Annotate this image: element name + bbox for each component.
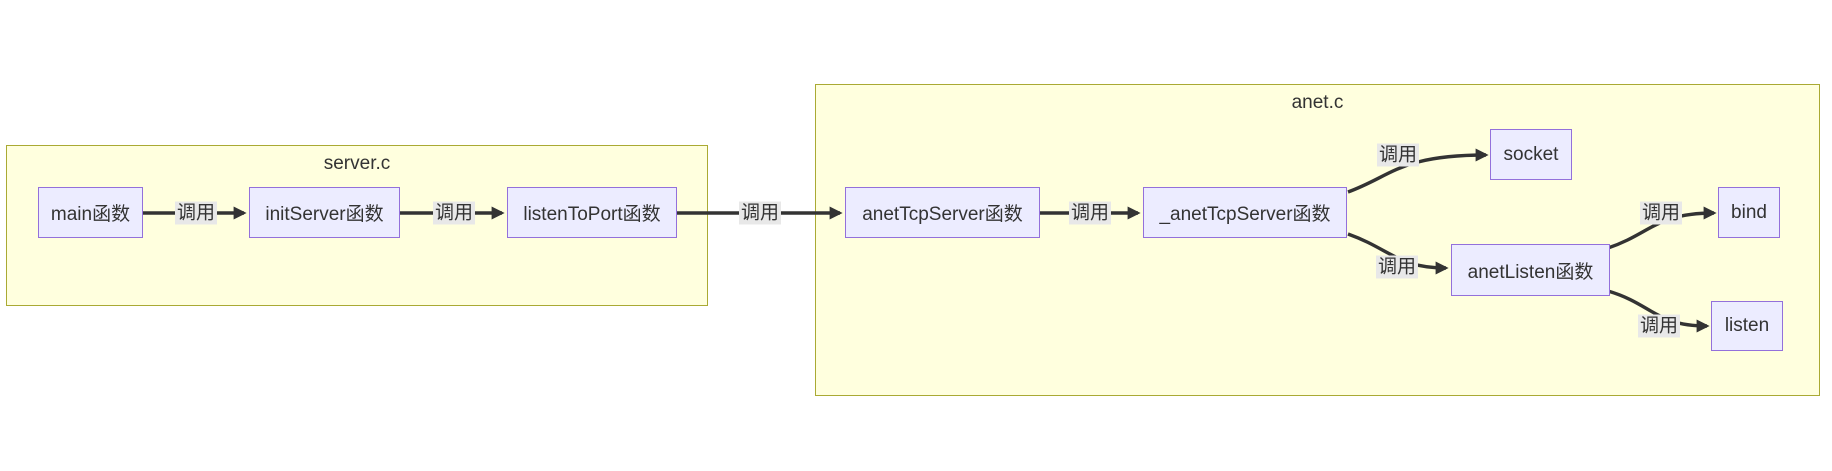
node-socket: socket [1490,129,1572,180]
edge-label-initserver-to-listentoport: 调用 [432,201,476,225]
subgraph-server-c-title: server.c [323,153,391,174]
subgraph-anet-c: anet.c [815,84,1820,396]
edge-label-listentoport-to-anettcpserver: 调用 [738,201,782,225]
node-main: main函数 [38,187,143,238]
node-anet-tcp-server-internal: _anetTcpServer函数 [1143,187,1347,238]
edge-label-anetlisten-to-bind: 调用 [1639,201,1683,225]
edge-label-main-to-initserver: 调用 [174,201,218,225]
node-anet-listen: anetListen函数 [1451,244,1610,296]
edge-label-anettcpserver-to-internal: 调用 [1068,201,1112,225]
edge-label-internal-to-socket: 调用 [1376,143,1420,167]
node-bind: bind [1718,187,1780,238]
node-init-server: initServer函数 [249,187,400,238]
edge-label-anetlisten-to-listen: 调用 [1637,314,1681,338]
node-listen: listen [1711,301,1783,351]
subgraph-anet-c-title: anet.c [1291,92,1344,113]
edge-label-internal-to-anetlisten: 调用 [1375,255,1419,279]
node-listen-to-port: listenToPort函数 [507,187,677,238]
node-anet-tcp-server: anetTcpServer函数 [845,187,1040,238]
